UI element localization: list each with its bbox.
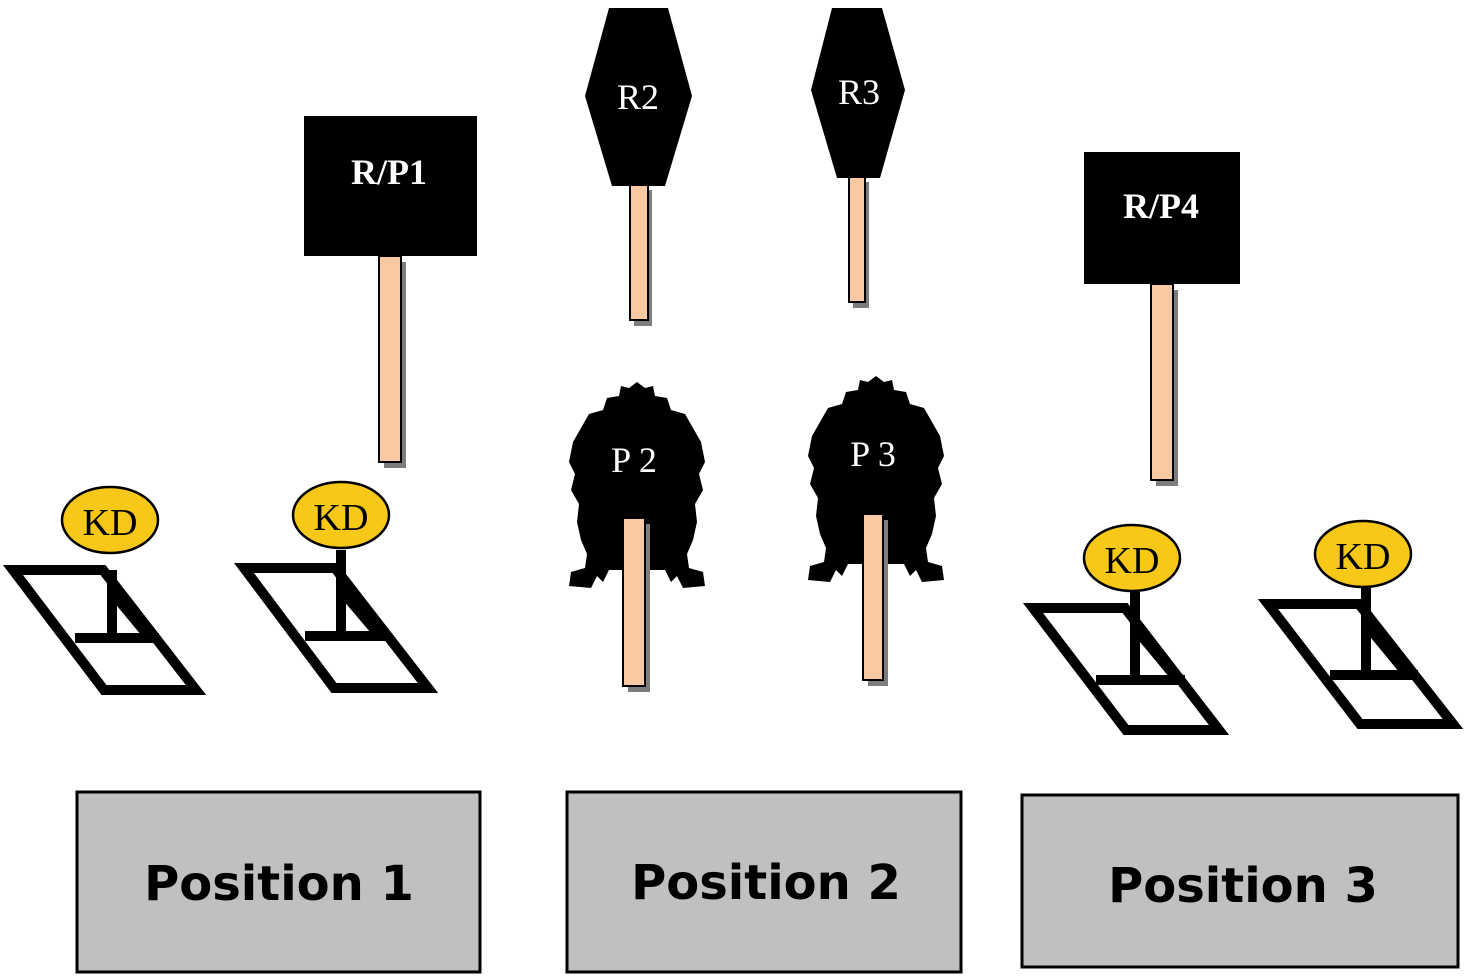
kd-base-frame (1257, 588, 1464, 729)
popper-target-p3: P 3 (808, 376, 944, 686)
kd-plate (1313, 519, 1413, 589)
reactive-target-r2: R2 (585, 8, 692, 326)
target-label: R/P4 (1123, 186, 1199, 226)
kd-label: KD (314, 497, 369, 539)
knockdown-target-kd3: KD (1022, 523, 1230, 735)
kd-plate (291, 480, 391, 550)
target-plate (811, 8, 905, 178)
post (848, 175, 866, 303)
post (622, 517, 646, 687)
target-label: P 3 (850, 434, 896, 474)
target-label: R/P1 (351, 152, 427, 192)
kd-label: KD (1336, 536, 1391, 578)
kd-plate (1082, 523, 1182, 593)
kd-plate (60, 485, 160, 555)
position-label: Position 1 (144, 856, 414, 912)
reactive-target-r3: R3 (811, 8, 905, 308)
target-label: P 2 (611, 440, 657, 480)
knockdown-target-kd4: KD (1257, 519, 1464, 729)
position-box (75, 790, 482, 974)
position-label: Position 2 (631, 855, 901, 911)
post (1150, 283, 1174, 481)
position-label: Position 3 (1108, 858, 1378, 914)
popper-target-p2: P 2 (569, 382, 705, 692)
kd-base-frame (1022, 592, 1230, 735)
target-plate (1084, 152, 1240, 284)
position-box (565, 790, 963, 974)
post (862, 513, 884, 681)
kd-label: KD (1105, 540, 1160, 582)
position-box-3: Position 3 (1020, 793, 1460, 969)
position-box-1: Position 1 (75, 790, 482, 974)
position-box-2: Position 2 (565, 790, 963, 974)
target-plate (585, 8, 692, 186)
knockdown-target-kd1: KD (2, 485, 207, 695)
position-box (1020, 793, 1460, 969)
post (378, 255, 402, 463)
target-label: R2 (617, 77, 659, 117)
reactive-popper-target-rp4: R/P4 (1084, 152, 1240, 486)
target-label: R3 (838, 72, 880, 112)
kd-base-frame (2, 565, 207, 695)
kd-base-frame (234, 550, 439, 693)
post (629, 183, 649, 321)
target-plate (304, 116, 477, 256)
reactive-popper-target-rp1: R/P1 (304, 116, 477, 468)
knockdown-target-kd2: KD (234, 480, 439, 693)
kd-label: KD (83, 502, 138, 544)
